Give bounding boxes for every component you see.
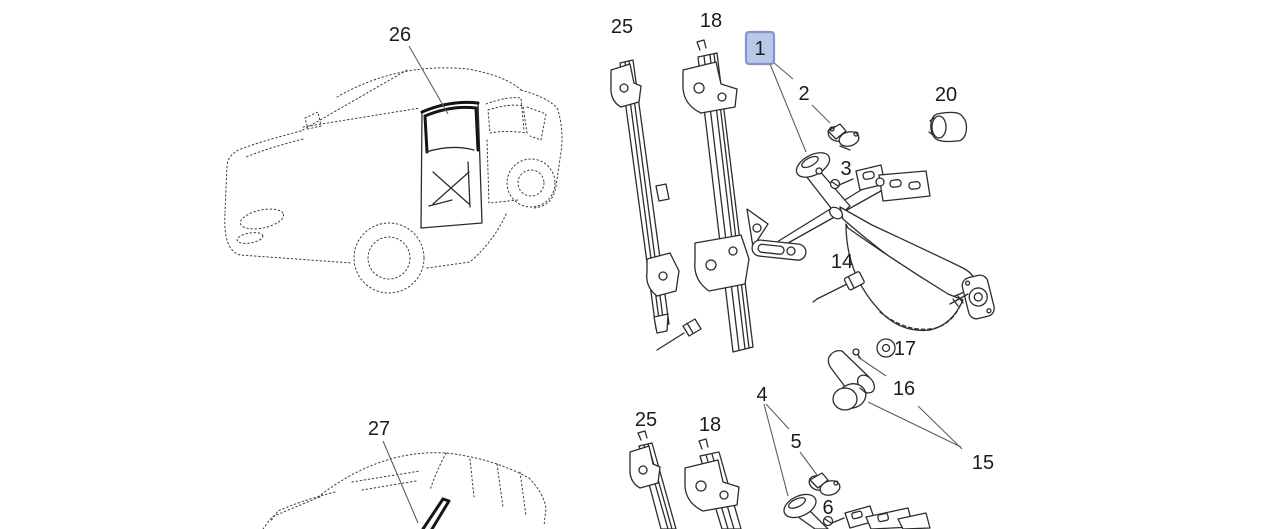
guide-rail-25-bottom bbox=[629, 430, 677, 529]
bolt-part-14 bbox=[812, 271, 865, 303]
clip-part-5 bbox=[808, 472, 841, 496]
guide-rail-18-bottom bbox=[684, 438, 742, 529]
retainer-clip-small bbox=[852, 348, 862, 360]
front-door-car-illustration bbox=[224, 67, 563, 294]
rear-window-frame-highlight bbox=[421, 497, 451, 529]
guide-rail-25-top bbox=[610, 59, 680, 334]
bracket-plates-bottom bbox=[844, 505, 931, 529]
washer-part-17 bbox=[876, 338, 896, 358]
callout-5[interactable]: 5 bbox=[790, 431, 801, 453]
callout-2[interactable]: 2 bbox=[798, 83, 809, 105]
guide-rail-18-top bbox=[682, 39, 769, 353]
rail-mounting-bolt bbox=[656, 318, 702, 351]
callout-27[interactable]: 27 bbox=[368, 418, 390, 440]
window-frame-highlight bbox=[420, 100, 480, 154]
rear-regulator-arm bbox=[783, 493, 829, 529]
front-door-outline bbox=[420, 102, 483, 229]
leader-lines bbox=[382, 45, 963, 524]
callout-18-top[interactable]: 18 bbox=[700, 10, 722, 32]
window-regulator-assembly bbox=[751, 152, 995, 332]
callout-16[interactable]: 16 bbox=[893, 378, 915, 400]
screw-part-6 bbox=[822, 515, 845, 527]
callout-1-highlight-box[interactable] bbox=[744, 30, 776, 66]
callout-17[interactable]: 17 bbox=[894, 338, 916, 360]
crank-handle-part-16 bbox=[827, 349, 876, 411]
callout-25-bottom[interactable]: 25 bbox=[635, 409, 657, 431]
callout-6[interactable]: 6 bbox=[822, 497, 833, 519]
rear-door-car-illustration bbox=[262, 452, 547, 529]
regulator-sketch-in-door bbox=[425, 146, 475, 208]
sector-gear-teeth bbox=[879, 302, 962, 330]
grommet-part-20 bbox=[928, 111, 968, 143]
callout-3[interactable]: 3 bbox=[840, 158, 851, 180]
callout-1-selected[interactable]: 1 bbox=[744, 30, 776, 66]
clip-part-2 bbox=[827, 123, 860, 151]
spindle-plate bbox=[961, 274, 995, 320]
callout-4[interactable]: 4 bbox=[756, 384, 767, 406]
callout-15[interactable]: 15 bbox=[972, 452, 994, 474]
callout-18-bottom[interactable]: 18 bbox=[699, 414, 721, 436]
callout-25-top[interactable]: 25 bbox=[611, 16, 633, 38]
callout-26[interactable]: 26 bbox=[389, 24, 411, 46]
callout-14[interactable]: 14 bbox=[831, 251, 853, 273]
callout-1[interactable]: 1 bbox=[754, 38, 765, 60]
slider-pad bbox=[751, 239, 807, 261]
callout-20[interactable]: 20 bbox=[935, 84, 957, 106]
screw-part-3 bbox=[829, 178, 854, 190]
